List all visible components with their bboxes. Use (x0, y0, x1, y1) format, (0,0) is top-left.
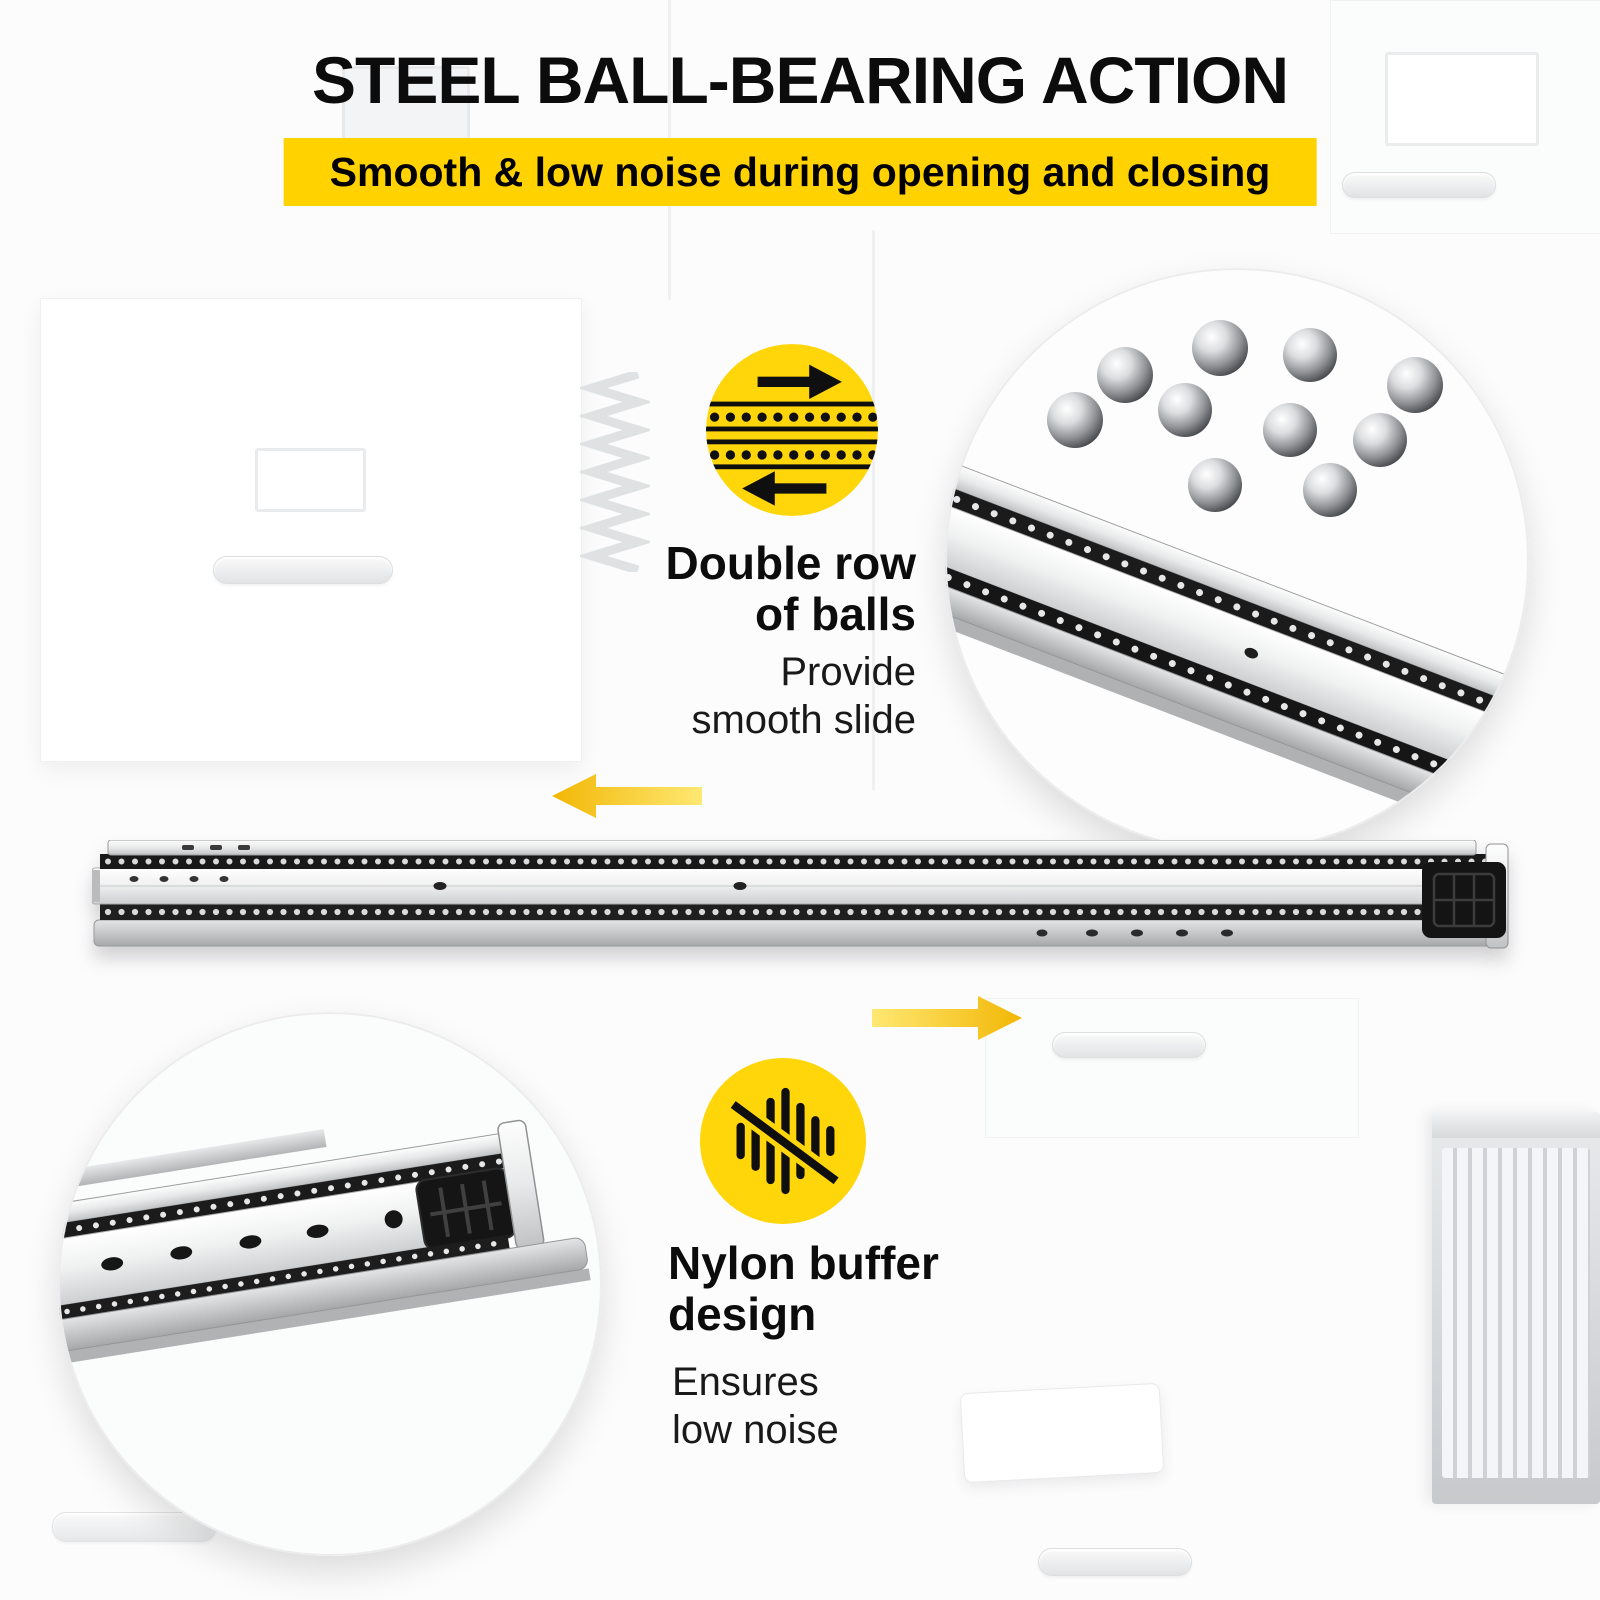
feature-nylon-desc: Ensures low noise (672, 1358, 1092, 1454)
hanging-folders-edge (580, 372, 650, 572)
noise-reduction-icon (700, 1058, 866, 1224)
feature-double-row-desc-line2: smooth slide (691, 698, 916, 742)
background-drawer (40, 298, 582, 762)
cabinet-seam (872, 230, 875, 790)
feature-double-row-title: Double row of balls (538, 538, 916, 639)
feature-nylon-title-line1: Nylon buffer (668, 1237, 939, 1289)
nylon-buffer-closeup-photo (58, 1012, 602, 1556)
feature-nylon-desc-line1: Ensures (672, 1360, 819, 1404)
background-drawer-label (1385, 52, 1539, 146)
background-file-box (1432, 1112, 1600, 1504)
feature-double-row-title-line2: of balls (754, 587, 916, 640)
arrow-right-icon (872, 994, 1022, 1042)
feature-double-row-desc-line1: Provide (780, 650, 916, 694)
arrow-left-icon (552, 772, 702, 820)
subtitle-banner: Smooth & low noise during opening and cl… (283, 138, 1317, 206)
page-title: STEEL BALL-BEARING ACTION (312, 43, 1289, 117)
feature-nylon-title-line2: design (668, 1287, 817, 1340)
file-folders (1442, 1148, 1590, 1478)
feature-double-row-desc: Provide smooth slide (538, 648, 916, 744)
background-drawer-handle (213, 556, 393, 584)
file-box-lip (1432, 1112, 1600, 1138)
background-drawer (985, 998, 1359, 1138)
feature-double-row-title-line1: Double row (665, 537, 916, 589)
feature-nylon-title: Nylon buffer design (668, 1238, 1088, 1339)
drawer-slide-product-photo (92, 840, 1516, 970)
double-row-balls-icon (706, 344, 878, 516)
ball-bearing-closeup-photo (945, 268, 1529, 852)
background-drawer-handle (1052, 1032, 1206, 1058)
background-drawer-handle (1038, 1548, 1192, 1576)
feature-nylon-desc-line2: low noise (672, 1408, 839, 1452)
background-drawer-label (255, 448, 366, 512)
background-drawer-handle (1342, 172, 1496, 198)
